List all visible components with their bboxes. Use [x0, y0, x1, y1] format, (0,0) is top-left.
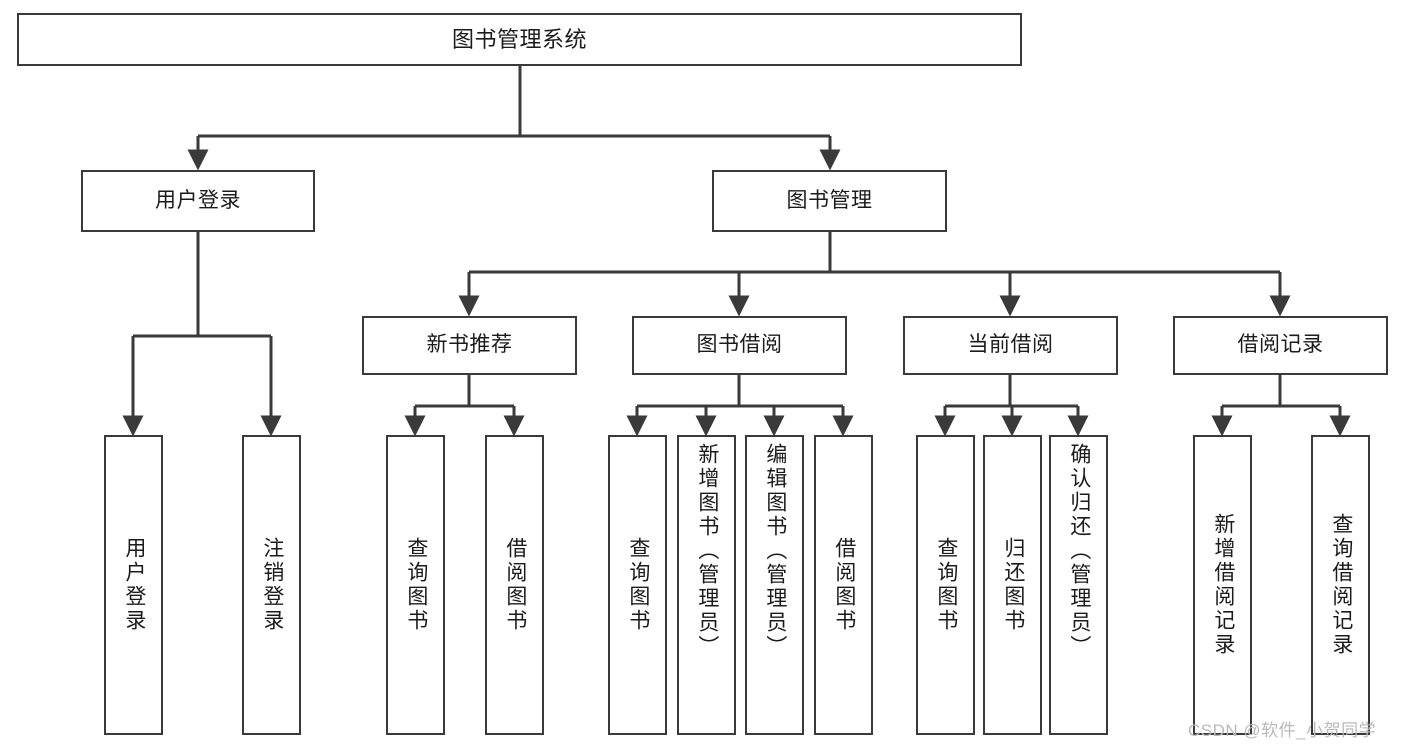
leaf-confirm-return[interactable]: 确认归还（管理员） — [1049, 435, 1108, 735]
leaf-query-book-borrow[interactable]: 查询图书 — [608, 435, 667, 735]
leaf-edit-book[interactable]: 编辑图书（管理员） — [745, 435, 804, 735]
node-label: 查询借阅记录 — [1329, 513, 1353, 657]
node-label: 查询图书 — [626, 537, 650, 633]
node-label: 查询图书 — [934, 537, 958, 633]
node-label: 当前借阅 — [967, 333, 1054, 357]
node-label: 图书管理 — [786, 188, 873, 212]
node-label: 编辑图书（管理员） — [763, 443, 787, 659]
node-label: 新增借阅记录 — [1211, 513, 1235, 657]
leaf-logout-login[interactable]: 注销登录 — [242, 435, 301, 735]
node-borrow-record[interactable]: 借阅记录 — [1173, 316, 1388, 375]
leaf-add-borrow-record[interactable]: 新增借阅记录 — [1193, 435, 1252, 735]
leaf-return-book[interactable]: 归还图书 — [983, 435, 1042, 735]
node-label: 查询图书 — [404, 537, 428, 633]
leaf-query-borrow-record[interactable]: 查询借阅记录 — [1311, 435, 1370, 735]
node-label: 借阅图书 — [832, 537, 856, 633]
leaf-borrow-book-recommend[interactable]: 借阅图书 — [485, 435, 544, 735]
node-new-book-recommend[interactable]: 新书推荐 — [362, 316, 577, 375]
leaf-user-login[interactable]: 用户登录 — [104, 435, 163, 735]
leaf-query-book-recommend[interactable]: 查询图书 — [386, 435, 445, 735]
node-label: 图书管理系统 — [451, 26, 587, 52]
node-label: 借阅图书 — [503, 537, 527, 633]
leaf-borrow-book[interactable]: 借阅图书 — [814, 435, 873, 735]
node-user-login[interactable]: 用户登录 — [81, 170, 315, 232]
leaf-query-book-current[interactable]: 查询图书 — [916, 435, 975, 735]
node-label: 借阅记录 — [1237, 333, 1324, 357]
node-root-system[interactable]: 图书管理系统 — [17, 13, 1022, 66]
node-label: 用户登录 — [122, 537, 146, 633]
node-label: 图书借阅 — [696, 333, 783, 357]
node-label: 确认归还（管理员） — [1067, 443, 1091, 659]
node-label: 用户登录 — [155, 188, 241, 212]
node-label: 注销登录 — [260, 537, 284, 633]
node-label: 新书推荐 — [426, 333, 513, 357]
node-label: 归还图书 — [1001, 537, 1025, 633]
node-book-borrow[interactable]: 图书借阅 — [632, 316, 847, 375]
node-book-manage[interactable]: 图书管理 — [712, 170, 947, 232]
leaf-add-book[interactable]: 新增图书（管理员） — [677, 435, 736, 735]
node-current-borrow[interactable]: 当前借阅 — [903, 316, 1118, 375]
node-label: 新增图书（管理员） — [695, 443, 719, 659]
